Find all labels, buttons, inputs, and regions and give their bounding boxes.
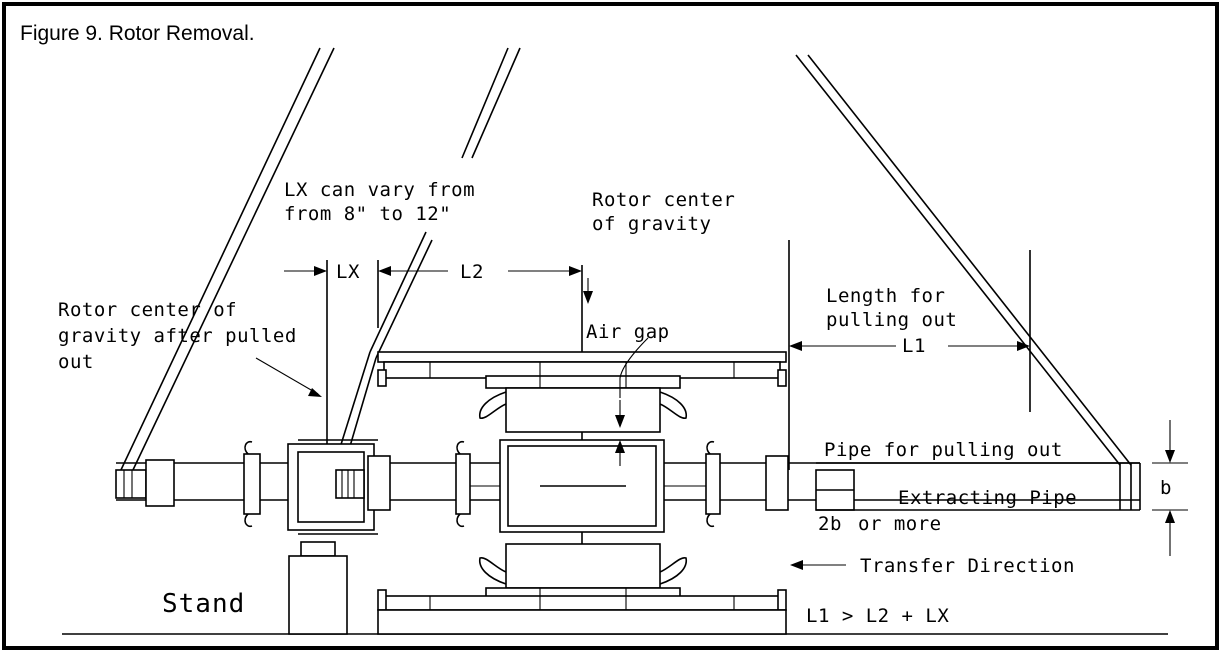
two-b-label: 2b xyxy=(818,513,842,535)
or-more-label: or more xyxy=(858,513,942,535)
extracting-pipe-label: Extracting Pipe xyxy=(898,487,1077,509)
lower-stator xyxy=(377,543,787,635)
rotor-cg-line2: of gravity xyxy=(592,213,711,235)
rotor-cg-line1: Rotor center xyxy=(592,189,735,211)
l2-label: L2 xyxy=(460,261,484,283)
air-gap-label: Air gap xyxy=(586,321,670,343)
lx-label: LX xyxy=(336,261,360,283)
transfer-direction-label: Transfer Direction xyxy=(860,555,1075,577)
l1-label: L1 xyxy=(902,335,926,357)
cg-after-line3: out xyxy=(58,351,94,373)
lx-note-line1: LX can vary from xyxy=(284,179,475,201)
b-label: b xyxy=(1160,477,1172,499)
cg-after-line2: gravity after pulled xyxy=(58,325,297,347)
length-line2: pulling out xyxy=(826,309,957,331)
cg-after-line1: Rotor center of xyxy=(58,299,237,321)
figure-caption: Figure 9. Rotor Removal. xyxy=(20,22,255,45)
stand-block xyxy=(288,541,348,635)
rotor-shaft xyxy=(115,439,1141,535)
relation-label: L1 > L2 + LX xyxy=(806,605,949,627)
lx-note-line2: from 8" to 12" xyxy=(284,203,451,225)
upper-stator xyxy=(377,351,787,433)
stand-label: Stand xyxy=(162,589,245,619)
dimension-arrows xyxy=(255,266,1188,570)
length-line1: Length for xyxy=(826,285,945,307)
pipe-pulling-label: Pipe for pulling out xyxy=(824,439,1063,461)
